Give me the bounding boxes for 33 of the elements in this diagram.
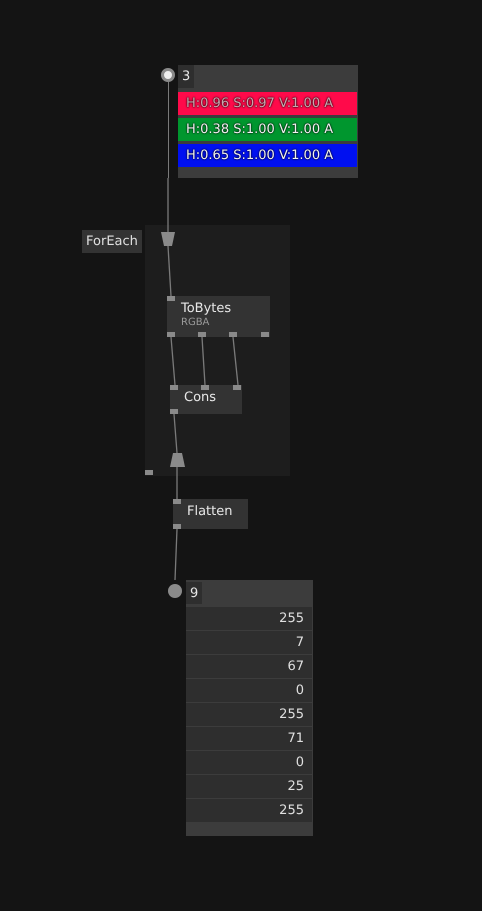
node-title: Flatten: [187, 504, 234, 520]
connection-line: [174, 528, 178, 580]
color-value-row: H:0.96 S:0.97 V:1.00 A: [178, 92, 357, 115]
loop-region: [82, 225, 290, 476]
list-value: 7: [186, 631, 312, 654]
value-list-output: [168, 580, 313, 836]
node-subtitle: RGBA: [181, 317, 210, 328]
list-value: 255: [186, 703, 312, 726]
list-value: 0: [186, 679, 312, 702]
connection-line: [201, 336, 206, 386]
node-box: [173, 499, 248, 529]
color-value-row: H:0.65 S:1.00 V:1.00 A: [178, 144, 357, 167]
list-value: 255: [186, 607, 312, 630]
node-title: Cons: [184, 390, 218, 406]
color-value-row: H:0.38 S:1.00 V:1.00 A: [178, 118, 357, 141]
connection-line: [173, 414, 178, 454]
list-value: 71: [186, 727, 312, 750]
list-value: 25: [186, 775, 312, 798]
connection-line: [232, 336, 239, 386]
count-label: 3: [178, 65, 194, 88]
list-value: 0: [186, 751, 312, 774]
connection-line: [170, 336, 176, 386]
connection-line: [167, 246, 172, 296]
node-title: ToBytes: [181, 301, 232, 317]
count-label: 9: [186, 582, 202, 604]
node-box: [170, 385, 242, 414]
region-label: ForEach: [82, 230, 142, 253]
list-value: 255: [186, 799, 312, 822]
node-box: [167, 296, 270, 337]
connection-line: [167, 178, 169, 232]
color-list-input: [161, 65, 358, 178]
list-value: 67: [186, 655, 312, 678]
connection-line: [176, 467, 178, 499]
